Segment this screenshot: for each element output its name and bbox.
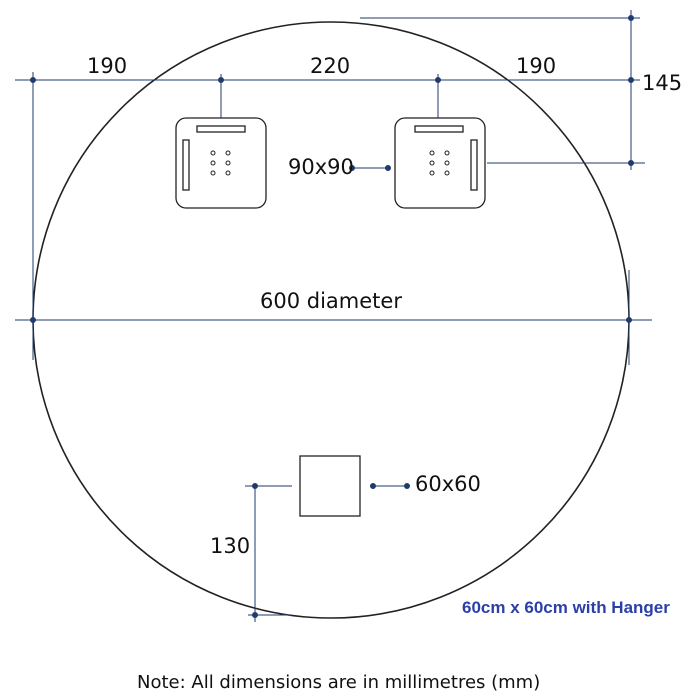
dimension-lines bbox=[15, 10, 652, 622]
bracket-size-label: 90x90 bbox=[288, 155, 354, 179]
units-note: Note: All dimensions are in millimetres … bbox=[137, 672, 541, 693]
diameter-label: 600 diameter bbox=[260, 289, 402, 313]
hanger-height-label: 130 bbox=[210, 534, 251, 558]
product-subtitle: 60cm x 60cm with Hanger bbox=[462, 598, 670, 617]
hanger-size-label: 60x60 bbox=[415, 472, 481, 496]
left-offset-label: 190 bbox=[87, 54, 128, 78]
bracket-right bbox=[394, 117, 486, 209]
right-offset-label: 190 bbox=[516, 54, 557, 78]
hanger-square bbox=[299, 455, 361, 517]
bracket-left bbox=[175, 117, 267, 209]
top-offset-label: 145 bbox=[642, 71, 683, 95]
center-spacing-label: 220 bbox=[310, 54, 351, 78]
